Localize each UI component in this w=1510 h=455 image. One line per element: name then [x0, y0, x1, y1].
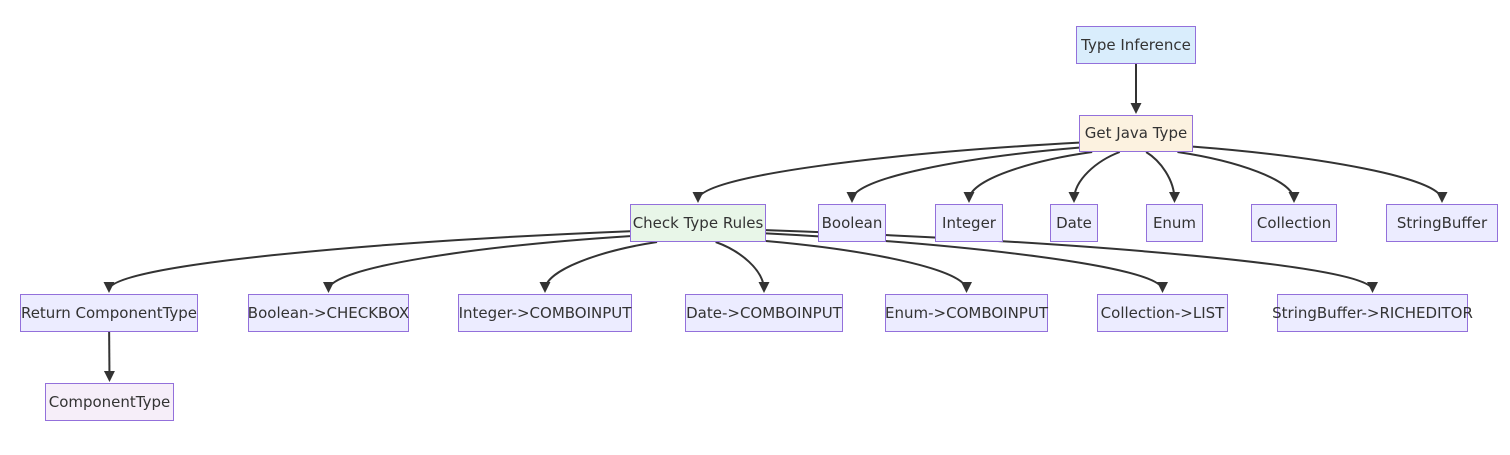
node-label-get-java-type: Get Java Type	[1084, 124, 1188, 142]
node-collection: Collection	[1251, 204, 1337, 242]
edge-get-java-type-to-check-type-rules	[692, 141, 1080, 203]
node-label-date-comboinput: Date->COMBOINPUT	[686, 303, 842, 322]
edge-check-type-rules-to-return-component-type	[103, 230, 631, 293]
node-label-component-type: ComponentType	[48, 392, 171, 411]
edge-check-type-rules-to-date-comboinput	[715, 241, 770, 293]
node-date: Date	[1050, 204, 1098, 242]
node-label-collection-list: Collection->LIST	[1100, 303, 1225, 322]
node-label-date: Date	[1056, 213, 1092, 232]
edge-get-java-type-to-integer	[963, 151, 1093, 203]
edge-check-type-rules-to-enum-comboinput	[765, 239, 972, 293]
node-component-type: ComponentType	[45, 383, 174, 421]
node-label-boolean: Boolean	[821, 213, 883, 232]
edge-get-java-type-to-boolean	[846, 146, 1080, 203]
node-type-inference: Type Inference	[1076, 26, 1196, 64]
node-label-integer-comboinput: Integer->COMBOINPUT	[458, 303, 632, 322]
node-string-buffer: StringBuffer	[1386, 204, 1498, 242]
node-boolean: Boolean	[818, 204, 886, 242]
node-return-component-type: Return ComponentType	[20, 294, 198, 332]
edge-check-type-rules-to-boolean-checkbox	[323, 235, 631, 293]
node-boolean-checkbox: Boolean->CHECKBOX	[248, 294, 409, 332]
node-label-stringbuffer-richeditor: StringBuffer->RICHEDITOR	[1272, 303, 1473, 322]
edge-check-type-rules-to-stringbuffer-richeditor	[765, 229, 1378, 293]
node-label-check-type-rules: Check Type Rules	[632, 213, 764, 232]
node-label-enum-comboinput: Enum->COMBOINPUT	[885, 303, 1048, 322]
node-collection-list: Collection->LIST	[1097, 294, 1228, 332]
node-integer-comboinput: Integer->COMBOINPUT	[458, 294, 632, 332]
edge-get-java-type-to-enum	[1145, 151, 1180, 203]
node-check-type-rules: Check Type Rules	[630, 204, 766, 242]
node-date-comboinput: Date->COMBOINPUT	[685, 294, 843, 332]
node-label-type-inference: Type Inference	[1081, 35, 1191, 54]
node-stringbuffer-richeditor: StringBuffer->RICHEDITOR	[1272, 294, 1473, 332]
node-label-collection: Collection	[1256, 213, 1332, 232]
node-label-integer: Integer	[942, 213, 996, 232]
node-label-string-buffer: StringBuffer	[1396, 213, 1488, 232]
node-label-enum: Enum	[1152, 213, 1197, 232]
node-label-return-component-type: Return ComponentType	[20, 303, 198, 322]
node-enum-comboinput: Enum->COMBOINPUT	[885, 294, 1048, 332]
node-label-boolean-checkbox: Boolean->CHECKBOX	[247, 303, 410, 322]
edge-get-java-type-to-date	[1068, 151, 1121, 203]
edge-check-type-rules-to-integer-comboinput	[539, 241, 658, 293]
edge-get-java-type-to-collection	[1177, 151, 1300, 203]
node-get-java-type: Get Java Type	[1079, 115, 1193, 152]
node-integer: Integer	[935, 204, 1003, 242]
node-enum: Enum	[1146, 204, 1203, 242]
edge-get-java-type-to-string-buffer	[1192, 145, 1448, 203]
